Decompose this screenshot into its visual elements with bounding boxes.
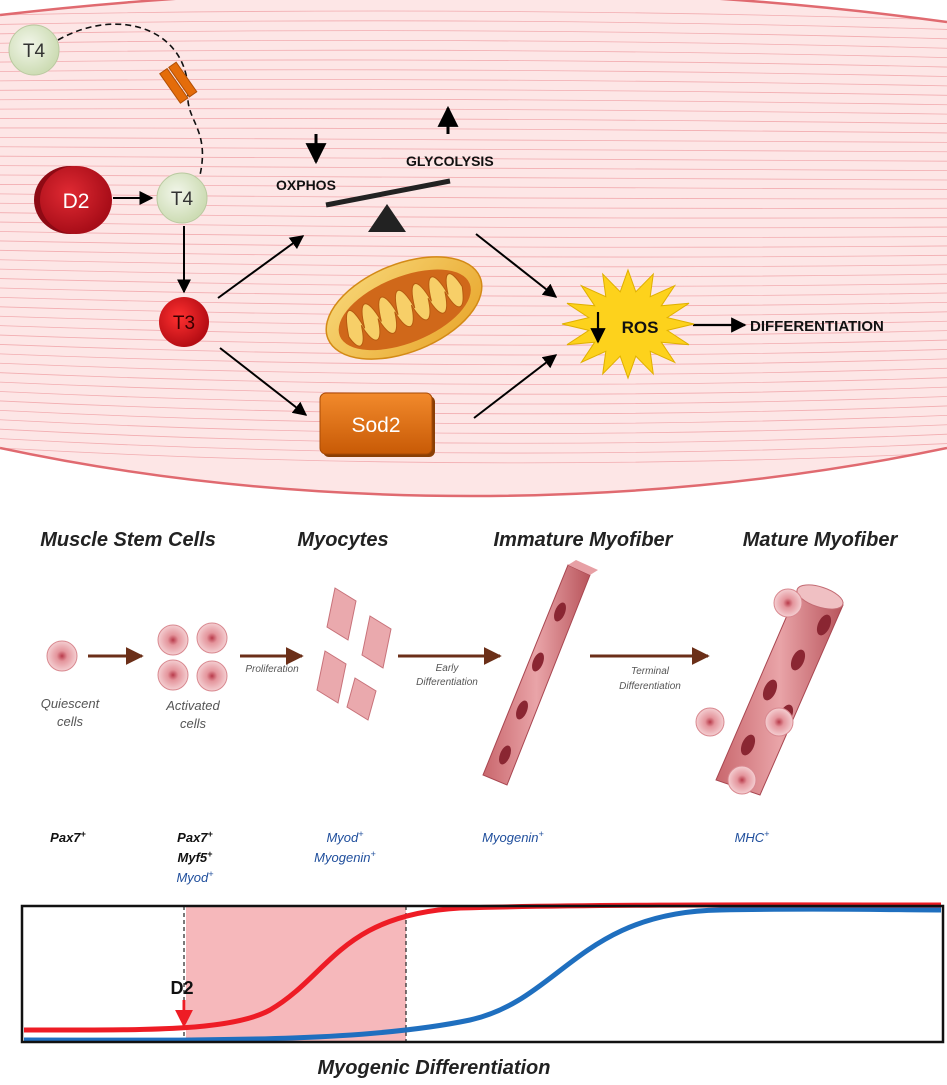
quiescent-label-line2: cells [57, 714, 84, 729]
quiescent-cell [46, 640, 78, 672]
marker-activated-myod: Myod+ [176, 869, 213, 885]
metabolic-balance-icon [325, 178, 451, 232]
stage-headings: Muscle Stem Cells Myocytes Immature Myof… [40, 529, 898, 551]
mature-myofiber-icon [695, 584, 844, 796]
red-curve [23, 902, 942, 1033]
graph-d2-label: D2 [170, 978, 193, 998]
proliferation-label: Proliferation [245, 664, 299, 675]
muscle-fiber-background [0, 0, 947, 498]
myogenesis-progression: Quiescent cells Activated cells Prolifer… [41, 560, 844, 796]
t4-inside-label: T4 [171, 189, 194, 210]
marker-mature-mhc: MHC+ [735, 829, 770, 845]
marker-activated-pax7: Pax7+ [177, 829, 213, 845]
marker-myocytes-myogenin: Myogenin+ [314, 849, 376, 865]
thyroid-pathway: T4 D2 T4 T3 OXPH [8, 23, 884, 457]
t3-node: T3 [159, 297, 209, 347]
activated-cells [157, 622, 228, 692]
d2-enzyme-node: D2 [34, 166, 112, 234]
myocyte-cells [316, 587, 392, 721]
stage-markers: Pax7+ Pax7+ Myf5+ Myod+ Myod+ Myogenin+ … [50, 829, 769, 885]
mitochondrion-icon [325, 256, 483, 360]
early-diff-label-line1: Early [436, 663, 460, 674]
graph-frame [20, 904, 945, 1044]
differentiation-label: DIFFERENTIATION [750, 318, 884, 335]
sod2-label: Sod2 [351, 414, 400, 437]
heading-immature-myofiber: Immature Myofiber [494, 529, 674, 551]
t4-inside-node: T4 [156, 172, 208, 224]
t4-outside-node: T4 [8, 24, 60, 76]
oxphos-label: OXPHOS [276, 177, 336, 193]
arrow-metabolism-to-ros [475, 233, 558, 298]
heading-myocytes: Myocytes [297, 529, 388, 551]
heading-muscle-stem-cells: Muscle Stem Cells [40, 529, 216, 551]
glycolysis-label: GLYCOLYSIS [406, 153, 494, 169]
activated-label-line2: cells [180, 716, 207, 731]
activated-label-line1: Activated [165, 698, 220, 713]
sod2-node: Sod2 [319, 392, 435, 457]
terminal-diff-label-line2: Differentiation [619, 681, 681, 692]
ros-burst: ROS [561, 268, 695, 380]
arrow-sod2-to-ros [473, 354, 558, 419]
marker-myocytes-myod: Myod+ [326, 829, 363, 845]
blue-curve [23, 906, 942, 1043]
immature-myofiber-icon [482, 560, 598, 786]
quiescent-label-line1: Quiescent [41, 696, 101, 711]
transporter-icon [159, 61, 198, 104]
t3-label: T3 [173, 313, 195, 334]
marker-activated-myf5: Myf5+ [178, 849, 214, 865]
heading-mature-myofiber: Mature Myofiber [743, 529, 899, 551]
t4-outside-label: T4 [23, 41, 46, 62]
ros-label: ROS [622, 318, 659, 337]
graph-x-label: Myogenic Differentiation [318, 1057, 551, 1079]
early-diff-label-line2: Differentiation [416, 677, 478, 688]
d2-label: D2 [63, 190, 90, 213]
terminal-diff-label-line1: Terminal [631, 666, 670, 677]
arrow-t3-to-sod2 [219, 347, 308, 416]
arrow-t3-to-metabolism [217, 235, 305, 299]
transport-dashed-path [57, 23, 204, 176]
marker-quiescent: Pax7+ [50, 829, 86, 845]
marker-immature-myogenin: Myogenin+ [482, 829, 544, 845]
expression-graph: D2 Myogenic Differentiation [20, 902, 945, 1079]
